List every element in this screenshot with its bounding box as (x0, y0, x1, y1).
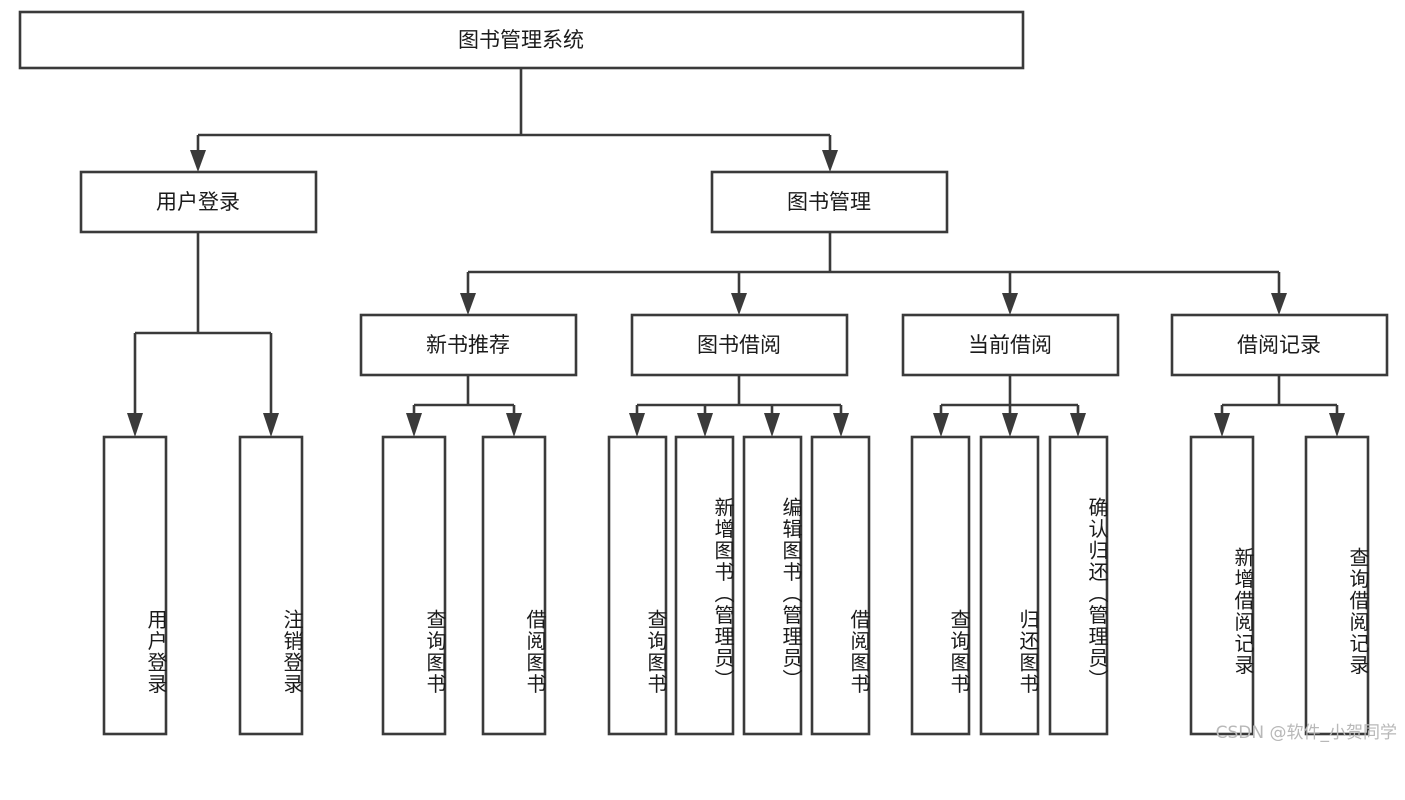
node-user-login-label: 用户登录 (156, 190, 240, 214)
node-root-system[interactable] (18, 10, 1025, 70)
node-user-login[interactable] (79, 170, 318, 234)
leaf-logout[interactable] (238, 435, 304, 736)
arrow-to-user-login (190, 150, 206, 172)
leaf-edit-book-admin[interactable] (742, 435, 803, 736)
leaf-add-borrow-record[interactable] (1189, 435, 1255, 736)
node-book-borrow[interactable] (630, 313, 849, 377)
diagram-canvas: 图书管理系统 用户登录 图书管理 新书推荐 图书借阅 当前借阅 借阅记录 (18, 10, 1389, 736)
arrow-borrow-leaf1 (629, 413, 645, 437)
node-new-book-recommend-label: 新书推荐 (426, 333, 510, 357)
arrow-records-leaf1 (1214, 413, 1230, 437)
leaf-confirm-return-admin[interactable] (1048, 435, 1109, 736)
leaf-add-book-admin[interactable] (674, 435, 735, 736)
watermark-csdn: CSDN @软件_小贺同学 (1215, 723, 1397, 743)
node-borrow-records-label: 借阅记录 (1237, 333, 1321, 357)
flowchart-diagram: 图书管理系统 用户登录 图书管理 新书推荐 图书借阅 当前借阅 借阅记录 (18, 10, 1397, 743)
node-borrow-records[interactable] (1170, 313, 1389, 377)
arrow-newbook-leaf1 (406, 413, 422, 437)
leaf-borrow-book-recommend[interactable] (481, 435, 547, 736)
arrow-leaf-logout (263, 413, 279, 437)
node-book-management-label: 图书管理 (787, 190, 871, 214)
arrow-to-records (1271, 293, 1287, 315)
node-layer: 图书管理系统 用户登录 图书管理 新书推荐 图书借阅 当前借阅 借阅记录 (18, 10, 1389, 736)
node-book-borrow-label: 图书借阅 (697, 333, 781, 357)
arrow-borrow-leaf3 (764, 413, 780, 437)
arrow-current-leaf3 (1070, 413, 1086, 437)
arrow-newbook-leaf2 (506, 413, 522, 437)
arrow-borrow-leaf4 (833, 413, 849, 437)
arrow-records-leaf2 (1329, 413, 1345, 437)
node-current-borrow[interactable] (901, 313, 1120, 377)
node-root-system-label: 图书管理系统 (458, 28, 584, 52)
arrow-to-newbook (460, 293, 476, 315)
arrow-to-current (1002, 293, 1018, 315)
arrow-borrow-leaf2 (697, 413, 713, 437)
connector-layer (127, 68, 1345, 437)
node-new-book-recommend[interactable] (359, 313, 578, 377)
leaf-borrow-book[interactable] (810, 435, 871, 736)
node-book-management[interactable] (710, 170, 949, 234)
arrow-leaf-user-login (127, 413, 143, 437)
leaf-query-borrow-record[interactable] (1304, 435, 1370, 736)
leaf-user-login[interactable] (102, 435, 168, 736)
node-current-borrow-label: 当前借阅 (968, 333, 1052, 357)
leaf-query-book-borrow[interactable] (607, 435, 668, 736)
leaf-return-book[interactable] (979, 435, 1040, 736)
arrow-to-borrow (731, 293, 747, 315)
leaf-query-book-recommend[interactable] (381, 435, 447, 736)
arrow-to-book-mgmt (822, 150, 838, 172)
arrow-current-leaf1 (933, 413, 949, 437)
leaf-query-book-current[interactable] (910, 435, 971, 736)
arrow-current-leaf2 (1002, 413, 1018, 437)
